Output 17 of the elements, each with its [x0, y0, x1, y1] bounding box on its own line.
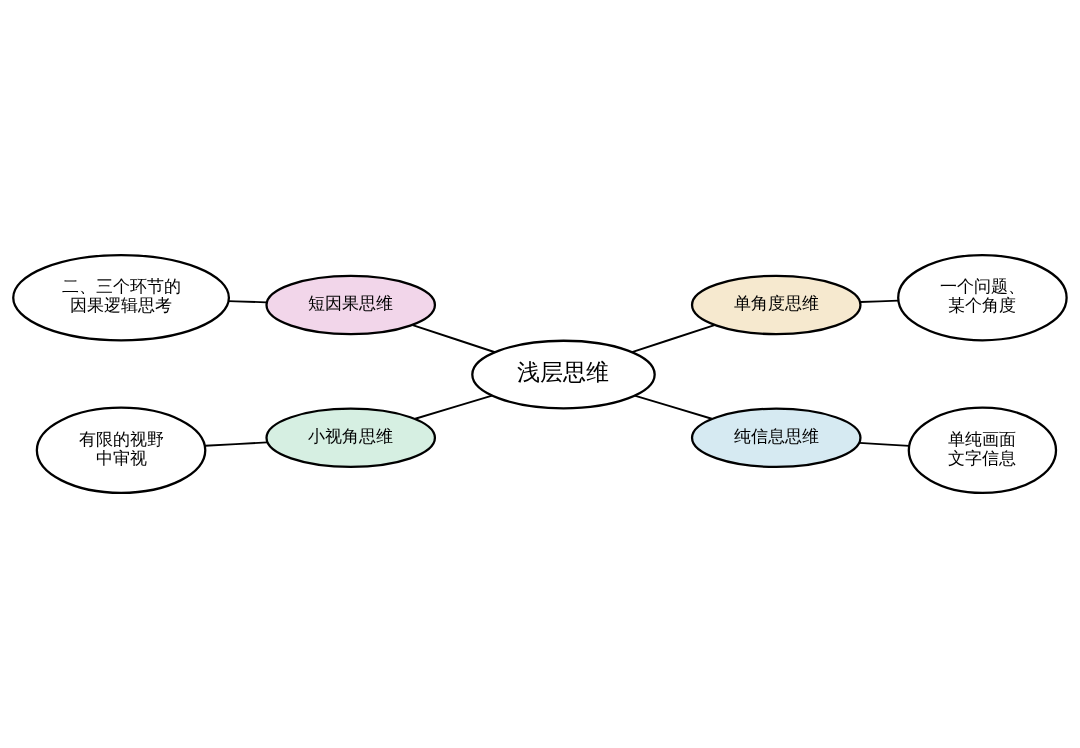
node-ellipse: 单纯画面文字信息 [907, 406, 1058, 494]
node-ellipse: 单角度思维 [690, 274, 862, 336]
connector [858, 441, 911, 447]
connector [631, 324, 716, 354]
node-ellipse: 短因果思维 [265, 274, 437, 336]
node-ellipse: 二、三个环节的因果逻辑思考 [12, 254, 231, 342]
node-ellipse: 纯信息思维 [690, 407, 862, 469]
connector [414, 394, 493, 420]
connector [411, 324, 496, 354]
node-ellipse: 有限的视野中审视 [35, 406, 207, 494]
connector [633, 394, 713, 420]
node-ellipse: 一个问题、某个角度 [897, 254, 1068, 342]
connector [204, 441, 269, 447]
connector [859, 299, 900, 303]
node-ellipse: 浅层思维 [471, 339, 656, 410]
node-ellipse: 小视角思维 [265, 407, 437, 469]
connector [227, 300, 268, 304]
